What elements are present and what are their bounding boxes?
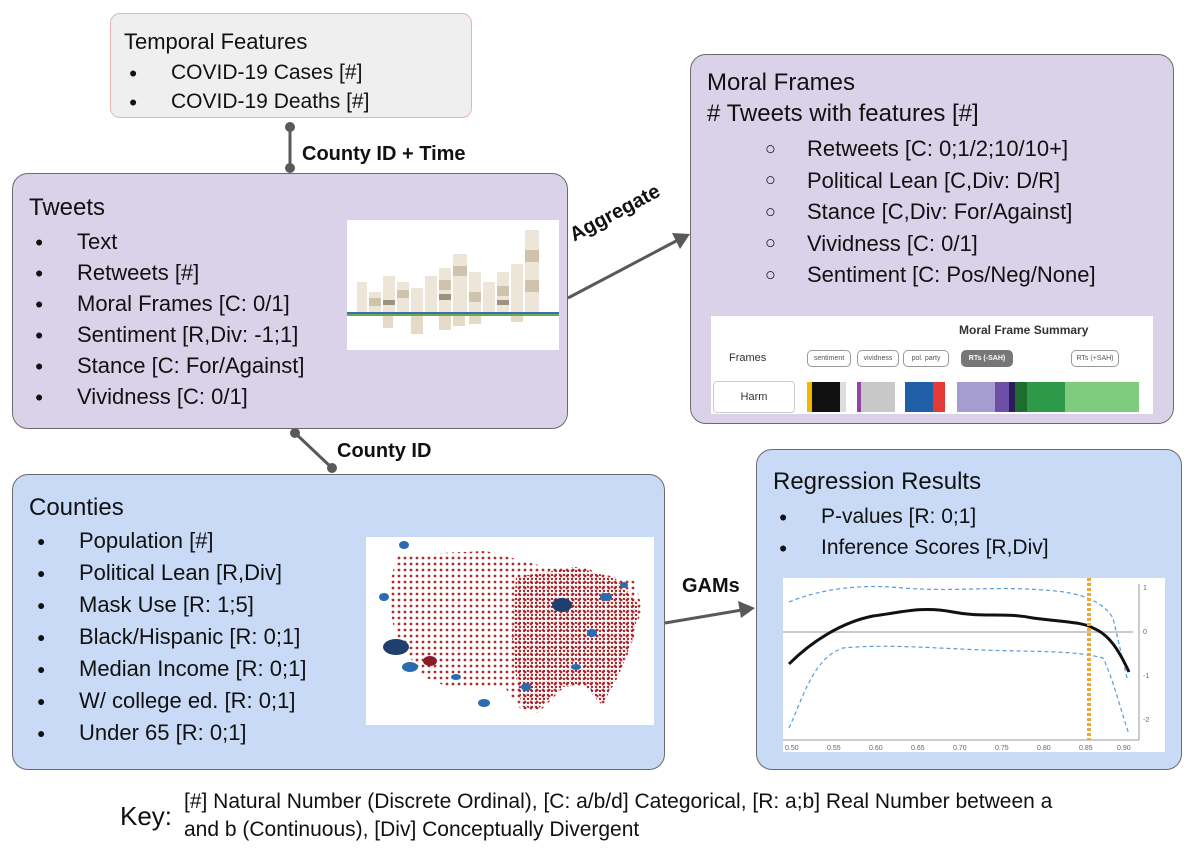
list-item: Vividness [C: 0/1]: [807, 228, 1096, 260]
x-tick-label: 0.85: [1079, 745, 1093, 752]
moral-frames-box: Moral Frames # Tweets with features [#] …: [690, 54, 1174, 424]
tweets-list: Text Retweets [#] Moral Frames [C: 0/1] …: [77, 226, 304, 412]
counties-title: Counties: [29, 494, 124, 521]
list-item: Stance [C: For/Against]: [77, 350, 304, 381]
list-item: W/ college ed. [R: 0;1]: [79, 685, 306, 717]
x-tick-label: 0.70: [953, 745, 967, 752]
gam-plot-graphic: 1 0 -1 -2 0.50 0.55 0.60 0.65 0.70 0.75 …: [783, 578, 1149, 752]
counties-list: Population [#] Political Lean [R,Div] Ma…: [79, 525, 306, 749]
moral-frame-summary-panel: Moral Frame Summary Frames sentiment viv…: [711, 316, 1153, 414]
y-tick-label: -2: [1143, 717, 1149, 724]
regression-results-title: Regression Results: [773, 468, 982, 495]
connector-dot-top: [285, 122, 295, 132]
x-tick-label: 0.90: [1117, 745, 1131, 752]
y-tick-label: 0: [1143, 629, 1147, 636]
gam-plot-thumbnail: 1 0 -1 -2 0.50 0.55 0.60 0.65 0.70 0.75 …: [783, 578, 1165, 752]
list-item: Median Income [R: 0;1]: [79, 653, 306, 685]
x-tick-label: 0.65: [911, 745, 925, 752]
county-connector: [293, 431, 334, 470]
moral-frames-list: Retweets [C: 0;1/2;10/10+] Political Lea…: [807, 133, 1096, 291]
tweets-title: Tweets: [29, 194, 106, 221]
tweets-heatmap-graphic: [347, 230, 559, 334]
edge-label-county-id: County ID: [337, 440, 432, 462]
list-item: Political Lean [C,Div: D/R]: [807, 165, 1096, 197]
list-item: Sentiment [C: Pos/Neg/None]: [807, 259, 1096, 291]
edge-label-gams: GAMs: [682, 575, 740, 597]
tweets-box: Tweets Text Retweets [#] Moral Frames [C…: [12, 173, 568, 429]
x-tick-label: 0.80: [1037, 745, 1051, 752]
list-item: Black/Hispanic [R: 0;1]: [79, 621, 306, 653]
y-tick-label: 1: [1143, 585, 1147, 592]
edge-label-county-id-time: County ID + Time: [302, 143, 466, 165]
harm-row-label: Harm: [713, 381, 795, 413]
x-tick-label: 0.75: [995, 745, 1009, 752]
county-map-thumbnail: [366, 537, 654, 725]
list-item: Retweets [C: 0;1/2;10/10+]: [807, 133, 1096, 165]
list-item: COVID-19 Deaths [#]: [171, 87, 369, 116]
counties-box: Counties Population [#] Political Lean […: [12, 474, 665, 770]
moral-frame-summary-heading: Moral Frame Summary: [959, 323, 1089, 337]
connector-dot-bottom: [285, 163, 295, 173]
list-item: Political Lean [R,Div]: [79, 557, 306, 589]
gams-arrow: [664, 608, 743, 625]
chip-vividness: vividness: [857, 350, 899, 367]
list-item: P-values [R: 0;1]: [821, 501, 1049, 532]
connector-dot-tweets: [290, 428, 300, 438]
list-item: Inference Scores [R,Div]: [821, 532, 1049, 563]
chip-sentiment: sentiment: [807, 350, 851, 367]
temporal-features-title: Temporal Features: [124, 29, 308, 54]
moral-frames-title: Moral Frames: [707, 69, 856, 96]
key-text: [#] Natural Number (Discrete Ordinal), […: [184, 790, 1053, 841]
list-item: Population [#]: [79, 525, 306, 557]
list-item: Moral Frames [C: 0/1]: [77, 288, 304, 319]
moral-frame-bars: [807, 382, 1139, 412]
list-item: Stance [C,Div: For/Against]: [807, 196, 1096, 228]
list-item: Vividness [C: 0/1]: [77, 381, 304, 412]
x-tick-label: 0.60: [869, 745, 883, 752]
list-item: COVID-19 Cases [#]: [171, 58, 369, 87]
county-map-graphic: [379, 541, 642, 713]
frames-label: Frames: [729, 352, 767, 364]
tweets-heatmap-thumbnail: [347, 220, 559, 350]
aggregate-arrow: [567, 238, 679, 300]
chip-pol-party: pol. party: [903, 350, 949, 367]
temporal-features-box: Temporal Features COVID-19 Cases [#] COV…: [110, 13, 472, 118]
x-tick-label: 0.55: [827, 745, 841, 752]
y-tick-label: -1: [1143, 673, 1149, 680]
list-item: Under 65 [R: 0;1]: [79, 717, 306, 749]
temporal-features-list: COVID-19 Cases [#] COVID-19 Deaths [#]: [171, 58, 369, 116]
list-item: Sentiment [R,Div: -1;1]: [77, 319, 304, 350]
regression-results-box: Regression Results P-values [R: 0;1] Inf…: [756, 449, 1182, 770]
connector-dot-counties: [327, 463, 337, 473]
chip-rts-plus-sah: RTs (+SAH): [1071, 350, 1119, 367]
x-tick-label: 0.50: [785, 745, 799, 752]
list-item: Mask Use [R: 1;5]: [79, 589, 306, 621]
key-title: Key:: [120, 801, 173, 831]
regression-results-list: P-values [R: 0;1] Inference Scores [R,Di…: [821, 501, 1049, 563]
moral-frames-subtitle: # Tweets with features [#]: [707, 100, 979, 127]
aggregate-arrowhead: [672, 233, 690, 249]
chip-rts-minus-sah: RTs (-SAH): [961, 350, 1013, 367]
list-item: Retweets [#]: [77, 257, 304, 288]
gams-arrowhead: [738, 601, 755, 618]
list-item: Text: [77, 226, 304, 257]
